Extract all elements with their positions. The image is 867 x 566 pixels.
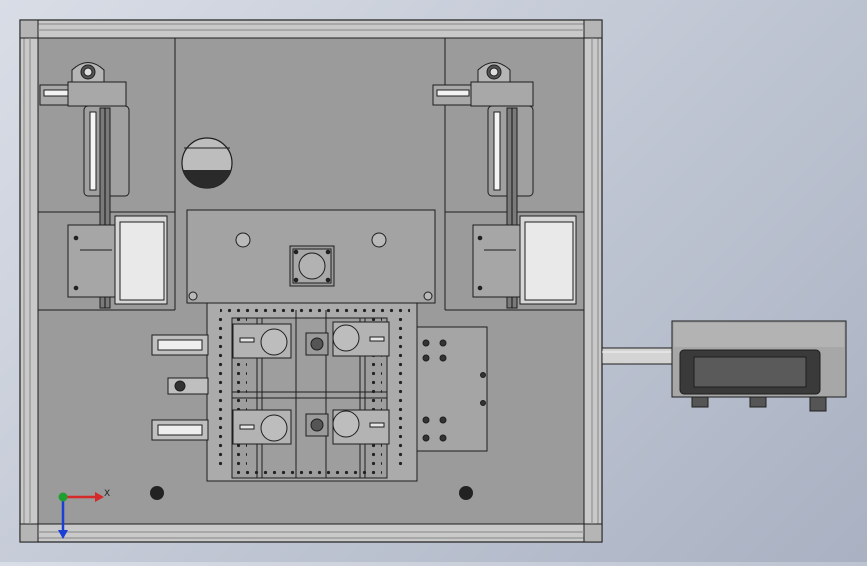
xy-table: [206, 302, 418, 482]
sight-window: [181, 137, 233, 189]
x-axis-label: X: [104, 489, 110, 499]
side-plate: [416, 326, 488, 452]
cylinders: [151, 334, 209, 441]
plate-holes: [150, 486, 473, 500]
left-lower-block: [67, 215, 168, 305]
view-triad: X: [58, 489, 110, 539]
motor-plate: [186, 209, 436, 304]
motor-housing: [601, 320, 847, 412]
z-axis-dot: [58, 492, 68, 502]
right-lower-block: [472, 215, 577, 305]
right-bearing-assembly: [432, 62, 534, 309]
left-bearing-assembly: [39, 62, 130, 309]
